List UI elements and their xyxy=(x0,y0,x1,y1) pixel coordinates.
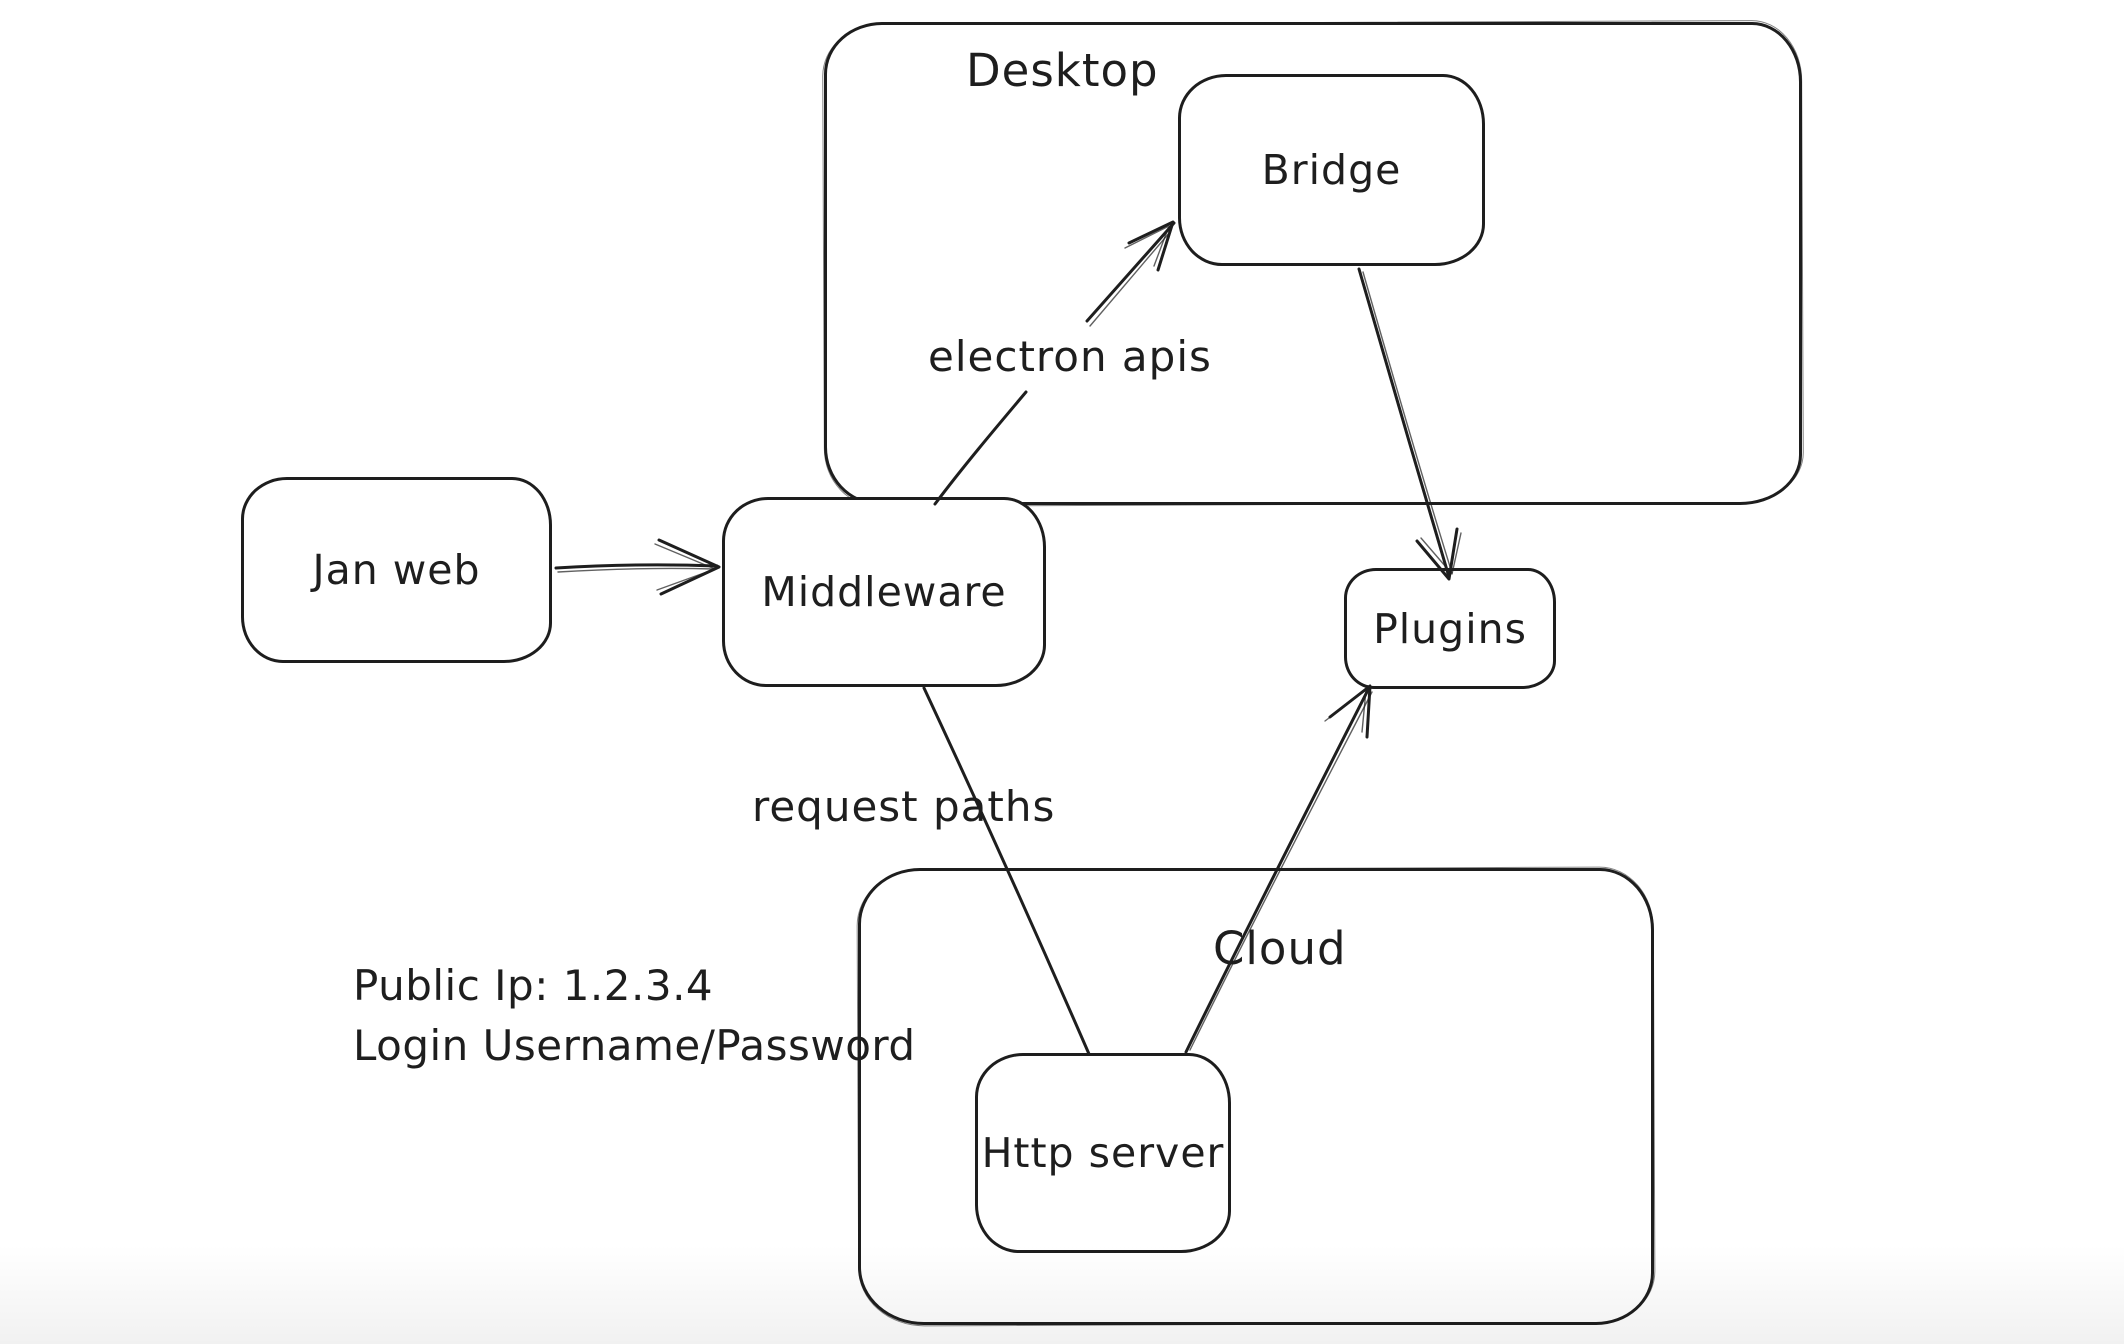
node-bridge[interactable]: Bridge xyxy=(1178,74,1485,266)
annotation-public-ip: Public Ip: 1.2.3.4 xyxy=(353,961,714,1010)
node-jan-web-label: Jan web xyxy=(312,546,481,594)
annotation-credentials: Public Ip: 1.2.3.4 Login Username/Passwo… xyxy=(353,956,916,1076)
annotation-login: Login Username/Password xyxy=(353,1021,916,1070)
node-jan-web[interactable]: Jan web xyxy=(241,477,552,663)
arrow-jan-web-to-middleware[interactable] xyxy=(554,538,721,596)
edge-label-electron-apis: electron apis xyxy=(928,332,1212,381)
node-plugins-label: Plugins xyxy=(1373,604,1527,653)
node-http-server[interactable]: Http server xyxy=(975,1053,1231,1253)
node-middleware[interactable]: Middleware xyxy=(722,497,1046,687)
container-desktop[interactable] xyxy=(824,22,1802,505)
node-middleware-label: Middleware xyxy=(761,568,1007,616)
edge-label-request-paths: request paths xyxy=(752,782,1056,831)
node-plugins[interactable]: Plugins xyxy=(1344,568,1556,689)
node-bridge-label: Bridge xyxy=(1261,146,1402,194)
node-http-server-label: Http server xyxy=(981,1129,1225,1177)
container-desktop-label: Desktop xyxy=(966,44,1159,97)
container-cloud-label: Cloud xyxy=(1213,922,1347,975)
